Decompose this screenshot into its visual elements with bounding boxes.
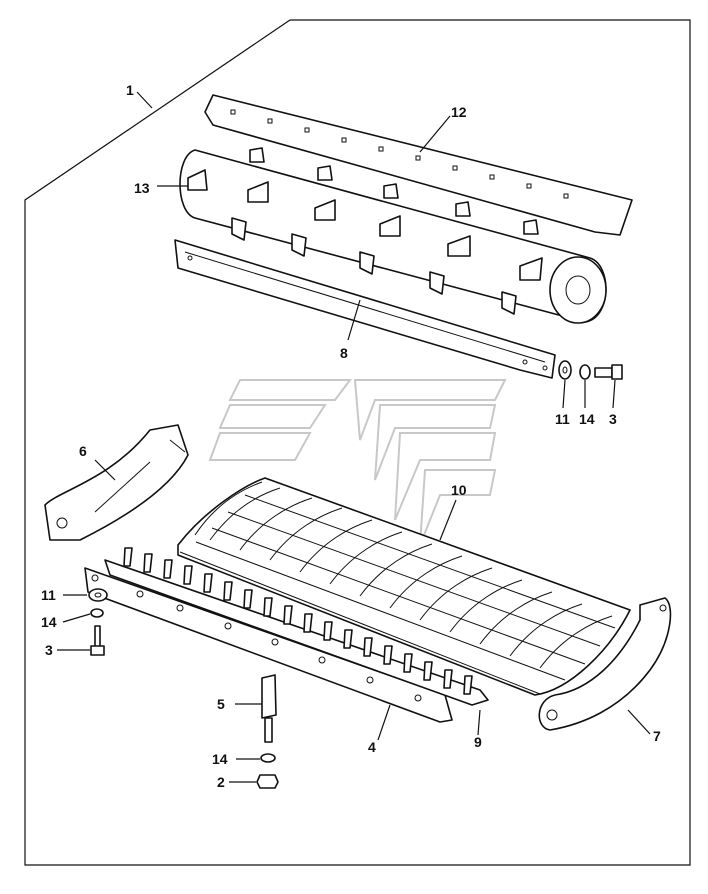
assembly-frame [24,19,691,866]
watermark-logo [208,379,507,546]
callout-12: 12 [451,104,467,120]
callout-5: 5 [217,696,225,712]
callout-14-right: 14 [579,411,595,427]
callout-10: 10 [451,482,467,498]
callout-6: 6 [79,443,87,459]
callout-11-right: 11 [555,411,570,427]
callout-2: 2 [217,774,225,790]
part-12-cover-strip [204,94,633,236]
hardware-washer-bolt-left [88,588,108,656]
part-13-drum [179,147,607,324]
callout-9: 9 [474,734,482,750]
callout-8: 8 [340,345,348,361]
callout-13: 13 [134,180,150,196]
callout-11-left: 11 [41,587,56,603]
part-14-washer-bottom [260,753,276,763]
callout-14-left: 14 [41,614,57,630]
part-5-tine [261,674,277,743]
callout-3-left: 3 [45,642,53,658]
callout-3-right: 3 [609,411,617,427]
callout-4: 4 [368,739,376,755]
callout-1: 1 [126,82,134,98]
leader-lines [57,91,651,783]
part-4-tine-bar [84,547,489,723]
hardware-washer-bolt-right [558,360,623,380]
part-8-rail [174,239,556,379]
part-10-concave-grate [177,477,631,696]
callout-7: 7 [653,728,661,744]
part-6-side-plate [44,424,189,541]
callout-14-bottom: 14 [212,751,228,767]
part-2-nut [256,774,279,789]
part-7-side-plate [538,597,672,731]
